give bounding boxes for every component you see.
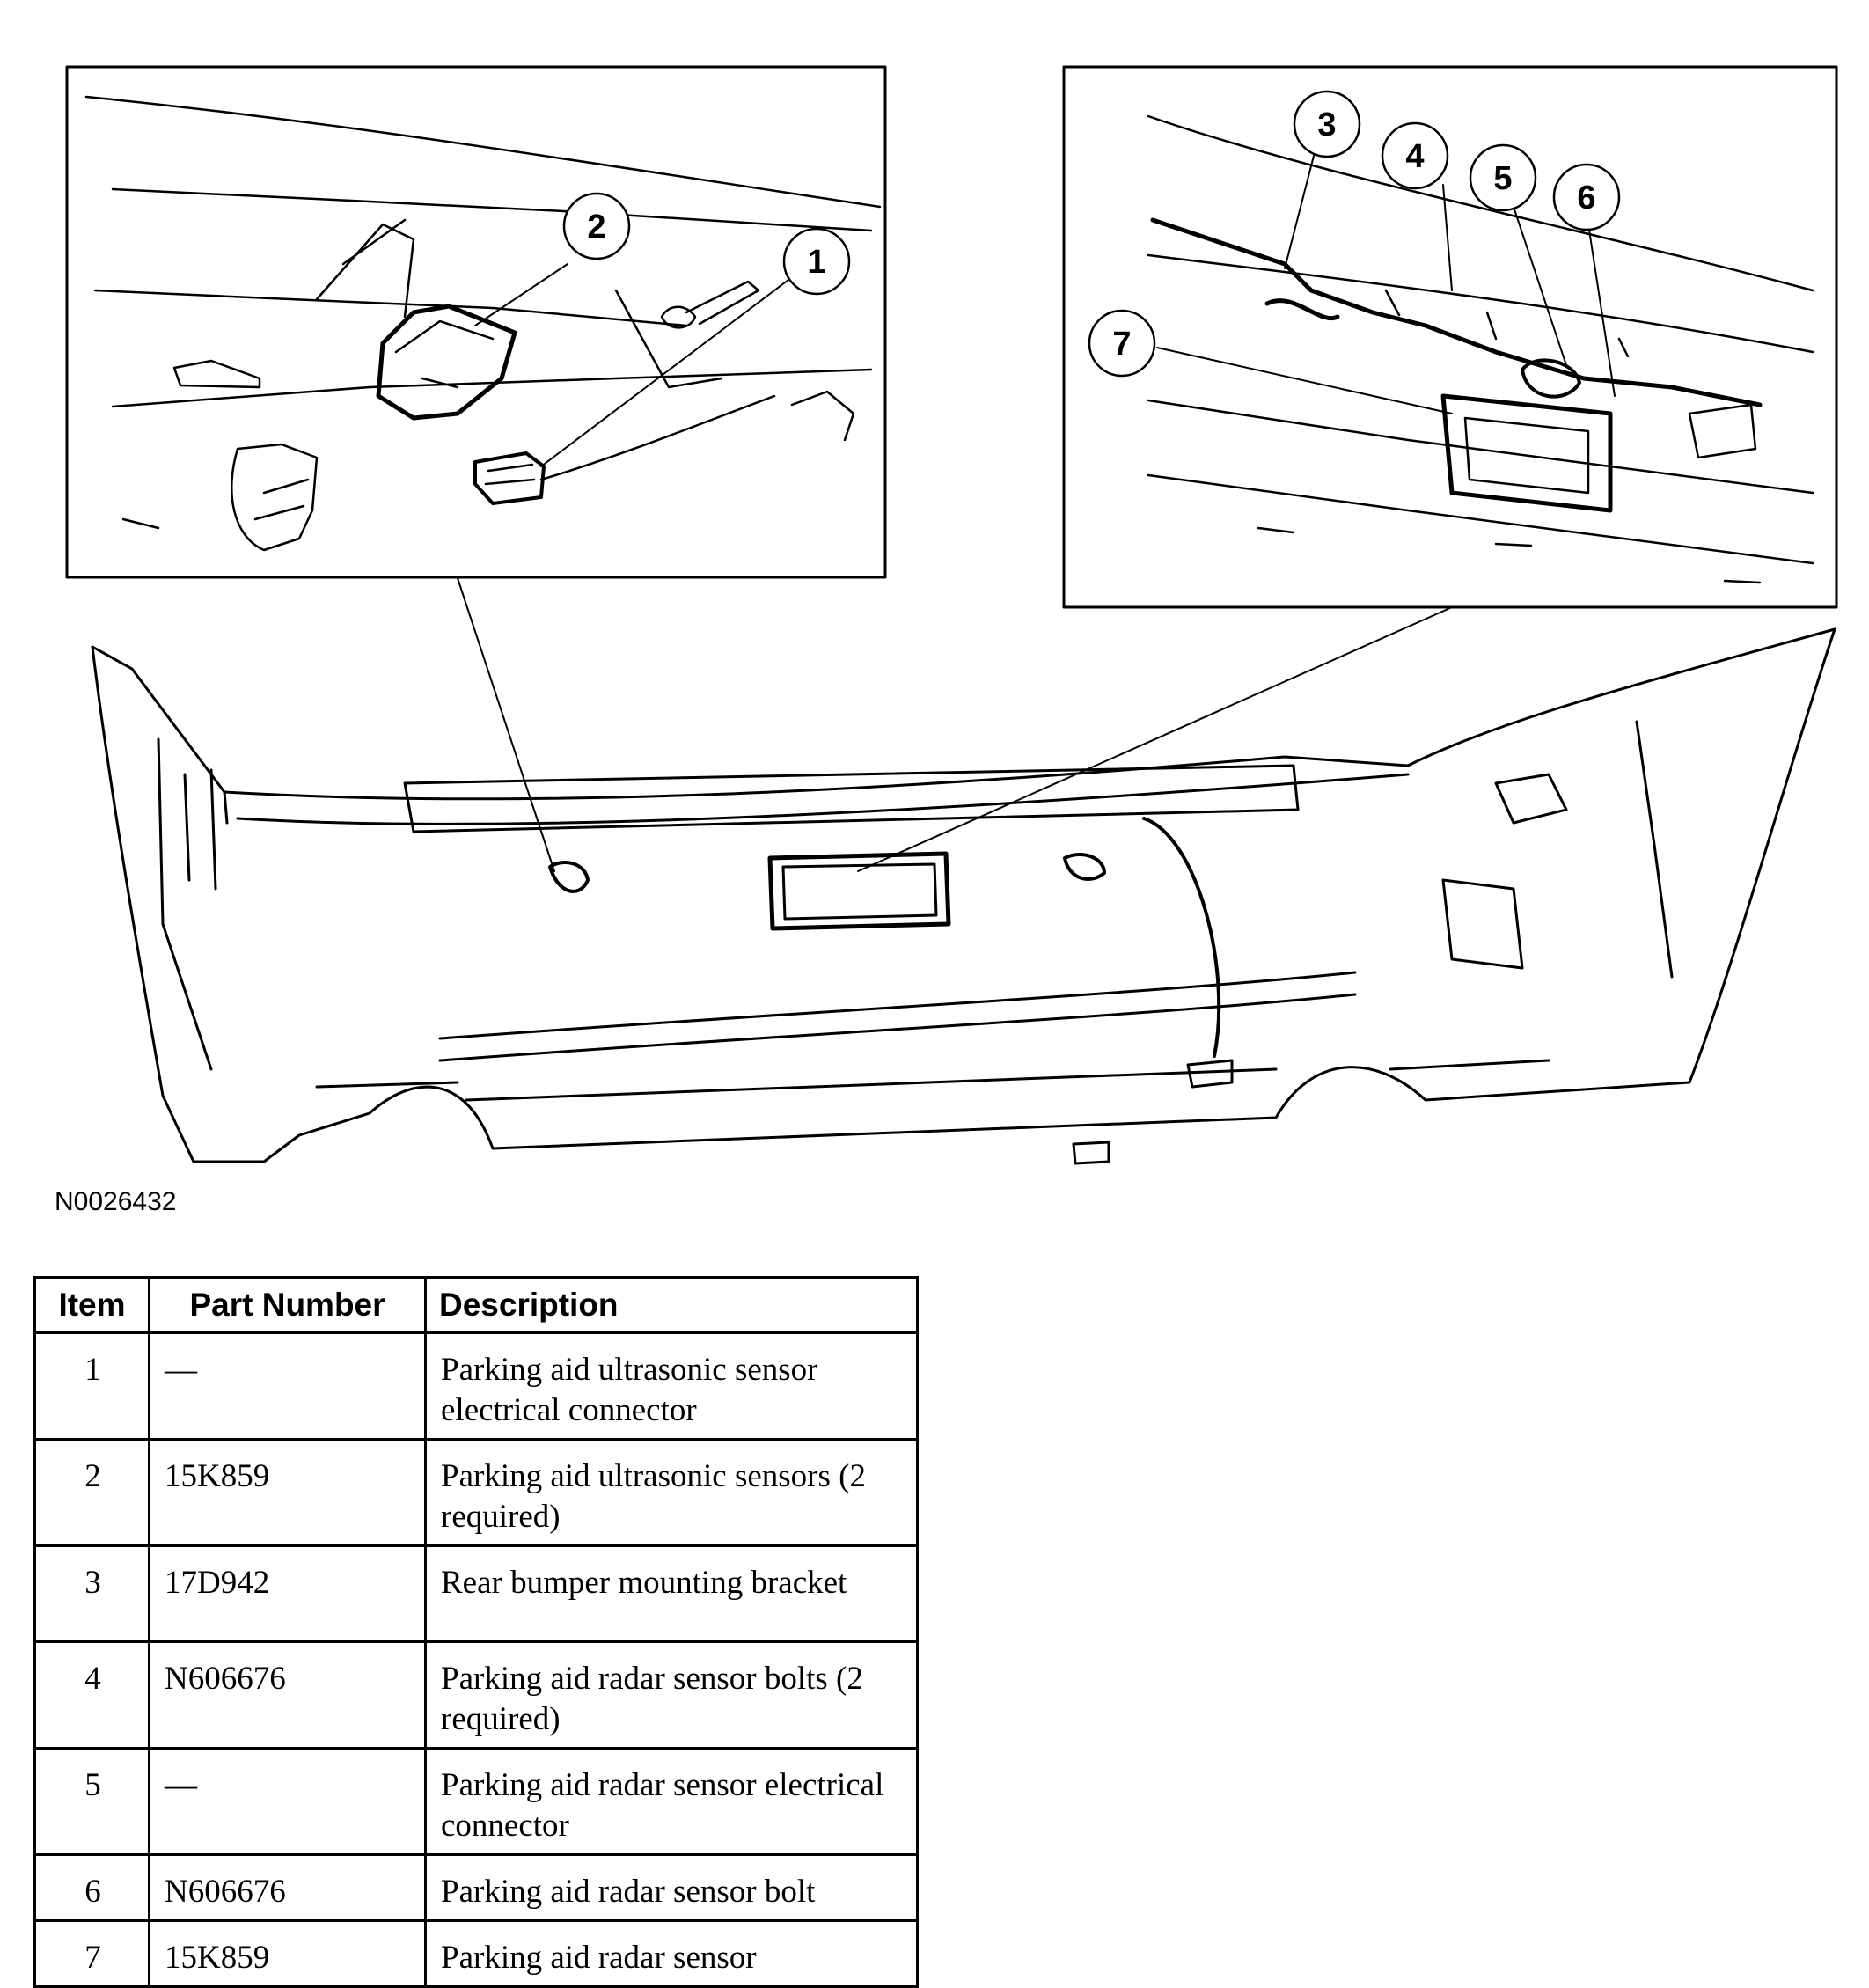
callout-5-label: 5	[1493, 160, 1512, 197]
cell-item: 4	[33, 1640, 150, 1750]
bumper-illustration: 1 2 3 4 5 6 7 N0026432	[55, 65, 1838, 1216]
cell-part-number: N606676	[148, 1640, 427, 1750]
cell-part-number: —	[148, 1331, 427, 1441]
table-header-row: Item Part Number Description	[33, 1276, 919, 1334]
table-row: 1 — Parking aid ultrasonic sensor electr…	[33, 1331, 919, 1441]
callout-3-label: 3	[1317, 106, 1336, 143]
callout-6-circle	[1552, 163, 1621, 231]
cell-description: Rear bumper mounting bracket	[424, 1544, 919, 1643]
detail-inset-left	[65, 65, 887, 579]
cell-description: Parking aid radar sensor bolt	[424, 1853, 919, 1922]
callout-4-circle	[1381, 121, 1449, 190]
table-row: 3 17D942 Rear bumper mounting bracket	[33, 1544, 919, 1643]
callout-6-label: 6	[1577, 180, 1595, 216]
table-row: 5 — Parking aid radar sensor electrical …	[33, 1747, 919, 1856]
callout-5-circle	[1469, 143, 1537, 212]
cell-item: 2	[33, 1438, 150, 1547]
cell-description: Parking aid radar sensor	[424, 1919, 919, 1988]
header-part-number: Part Number	[148, 1276, 427, 1334]
cell-part-number: 15K859	[148, 1438, 427, 1547]
table-row: 6 N606676 Parking aid radar sensor bolt	[33, 1853, 919, 1922]
callout-4-label: 4	[1405, 138, 1424, 175]
rear-bumper	[91, 627, 1836, 1165]
detail-right-drawing	[1147, 114, 1814, 584]
cell-description: Parking aid ultrasonic sensor electrical…	[424, 1331, 919, 1441]
cell-part-number: 17D942	[148, 1544, 427, 1643]
cell-part-number: 15K859	[148, 1919, 427, 1988]
table-row: 2 15K859 Parking aid ultrasonic sensors …	[33, 1438, 919, 1547]
cell-item: 6	[33, 1853, 150, 1922]
table-row: 4 N606676 Parking aid radar sensor bolts…	[33, 1640, 919, 1750]
callout-1-circle	[782, 227, 851, 296]
callout-7-circle	[1088, 309, 1156, 378]
cell-description: Parking aid ultrasonic sensors (2 requir…	[424, 1438, 919, 1547]
cell-part-number: N606676	[148, 1853, 427, 1922]
figure-id: N0026432	[55, 1187, 176, 1216]
callout-circles	[562, 90, 1621, 378]
cell-item: 7	[33, 1919, 150, 1988]
cell-item: 5	[33, 1747, 150, 1856]
cell-item: 3	[33, 1544, 150, 1643]
cell-description: Parking aid radar sensor bolts (2 requir…	[424, 1640, 919, 1750]
table-row: 7 15K859 Parking aid radar sensor	[33, 1919, 919, 1988]
callout-1-label: 1	[807, 244, 825, 281]
detail-left-drawing	[84, 95, 882, 552]
parts-table: Item Part Number Description 1 — Parking…	[33, 1276, 919, 1988]
callout-7-label: 7	[1112, 326, 1131, 363]
cell-item: 1	[33, 1331, 150, 1441]
leader-lines	[457, 131, 1616, 872]
callout-2-circle	[562, 192, 631, 260]
header-item: Item	[33, 1276, 150, 1334]
cell-part-number: —	[148, 1747, 427, 1856]
header-description: Description	[424, 1276, 919, 1334]
callout-2-label: 2	[587, 209, 605, 246]
cell-description: Parking aid radar sensor electrical conn…	[424, 1747, 919, 1856]
callout-3-circle	[1293, 90, 1361, 158]
